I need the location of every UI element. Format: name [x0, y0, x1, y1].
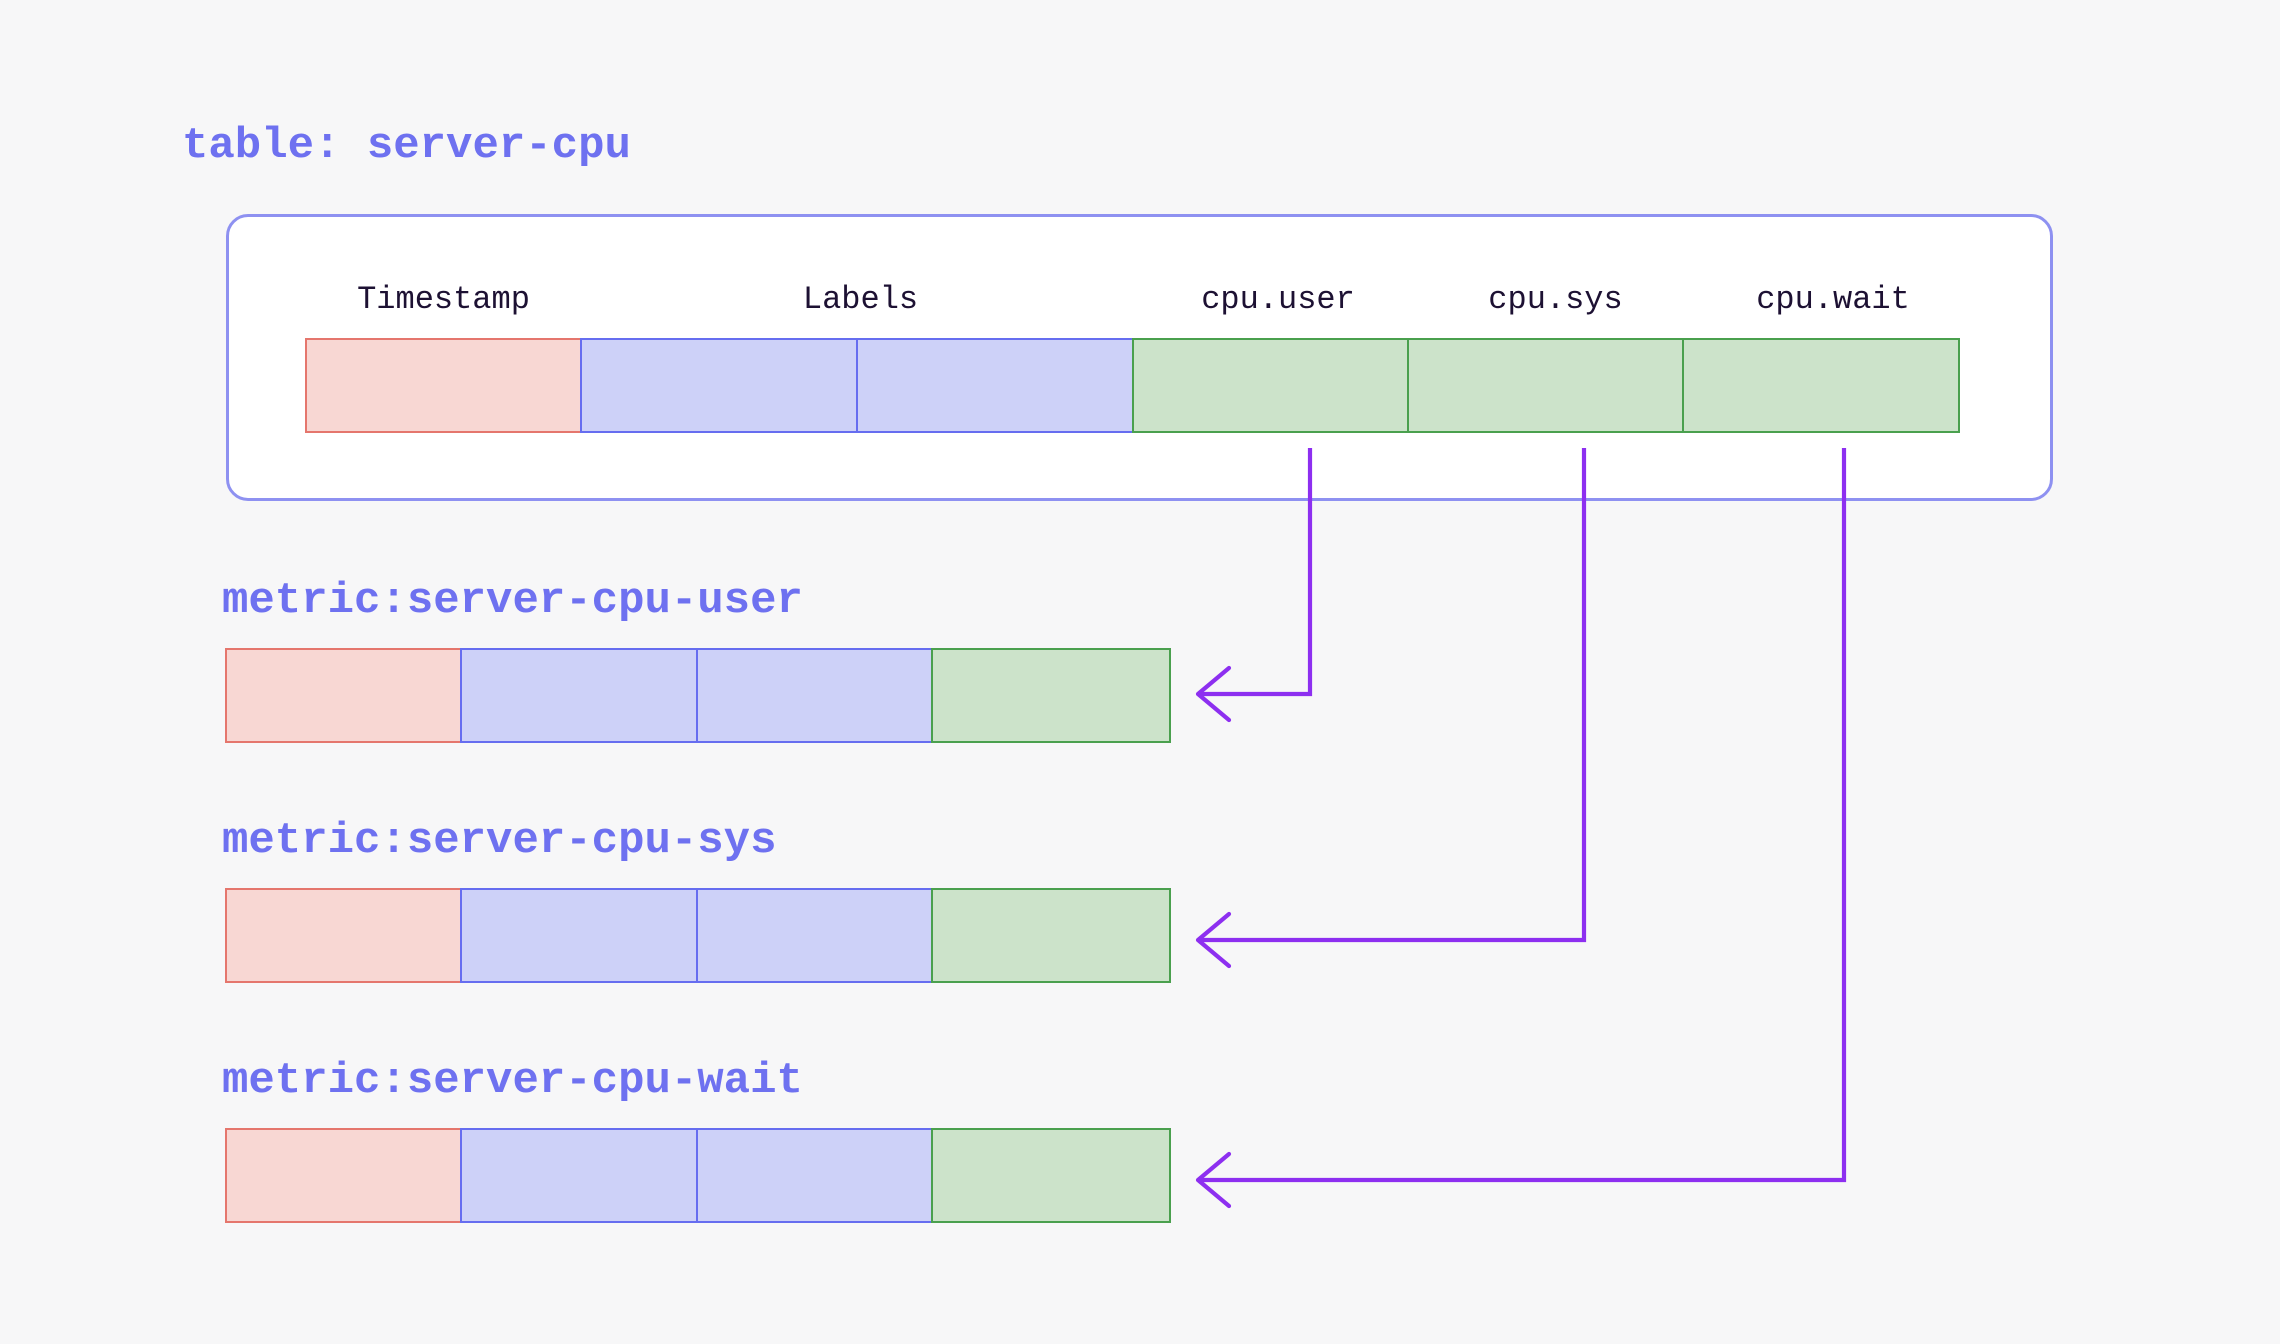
metric-title: metric:server-cpu-sys — [222, 816, 777, 866]
arrow-cpu-wait-to-metric — [1200, 448, 1847, 1183]
label-cell — [696, 648, 933, 743]
field-cell — [1407, 338, 1684, 433]
metric-title: metric:server-cpu-wait — [222, 1056, 803, 1106]
arrow-cpu-sys-to-metric — [1200, 448, 1587, 943]
column-header-cpu-sys: cpu.sys — [1488, 281, 1623, 318]
column-header-labels: Labels — [802, 281, 919, 318]
timestamp-cell — [225, 888, 462, 983]
column-header-timestamp: Timestamp — [357, 281, 530, 318]
metric-row — [225, 1128, 1171, 1223]
metric-row — [225, 888, 1171, 983]
label-cell — [459, 1128, 699, 1223]
field-cell — [930, 648, 1171, 743]
timestamp-cell — [305, 338, 582, 433]
table-row — [305, 338, 1960, 433]
column-header-cpu-user: cpu.user — [1201, 281, 1355, 318]
label-cell — [696, 888, 933, 983]
timestamp-cell — [225, 1128, 462, 1223]
timestamp-cell — [225, 648, 462, 743]
metric-block-server-cpu-user: metric:server-cpu-user — [222, 577, 1222, 747]
metric-title: metric:server-cpu-user — [222, 576, 803, 626]
field-cell — [1681, 338, 1960, 433]
label-cell — [856, 338, 1134, 433]
metric-block-server-cpu-sys: metric:server-cpu-sys — [222, 817, 1222, 987]
label-cell — [696, 1128, 933, 1223]
label-cell — [459, 648, 699, 743]
metric-row — [225, 648, 1171, 743]
column-header-cpu-wait: cpu.wait — [1756, 281, 1910, 318]
field-cell — [1131, 338, 1410, 433]
label-cell — [579, 338, 859, 433]
table-title: table: server-cpu — [182, 121, 631, 171]
label-cell — [459, 888, 699, 983]
metric-block-server-cpu-wait: metric:server-cpu-wait — [222, 1057, 1222, 1227]
field-cell — [930, 1128, 1171, 1223]
field-cell — [930, 888, 1171, 983]
